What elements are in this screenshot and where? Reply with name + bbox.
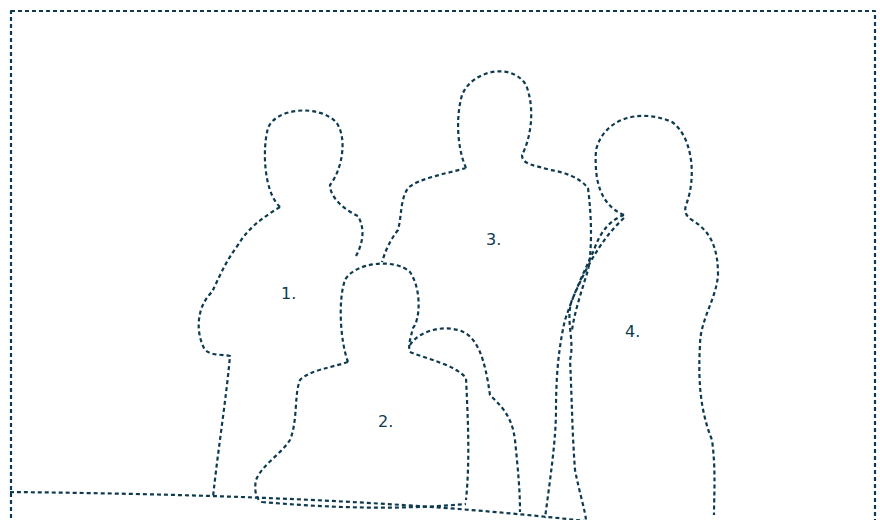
callout-number: 1. — [279, 285, 298, 303]
ground-line — [10, 492, 585, 520]
person-outline — [545, 116, 718, 520]
person-outline — [255, 264, 520, 512]
callout-number: 4. — [623, 323, 642, 341]
person-outline — [382, 71, 591, 330]
person-outline — [199, 111, 363, 497]
callout-number: 3. — [484, 231, 503, 249]
frame-border — [11, 11, 875, 520]
callout-number: 2. — [376, 413, 395, 431]
